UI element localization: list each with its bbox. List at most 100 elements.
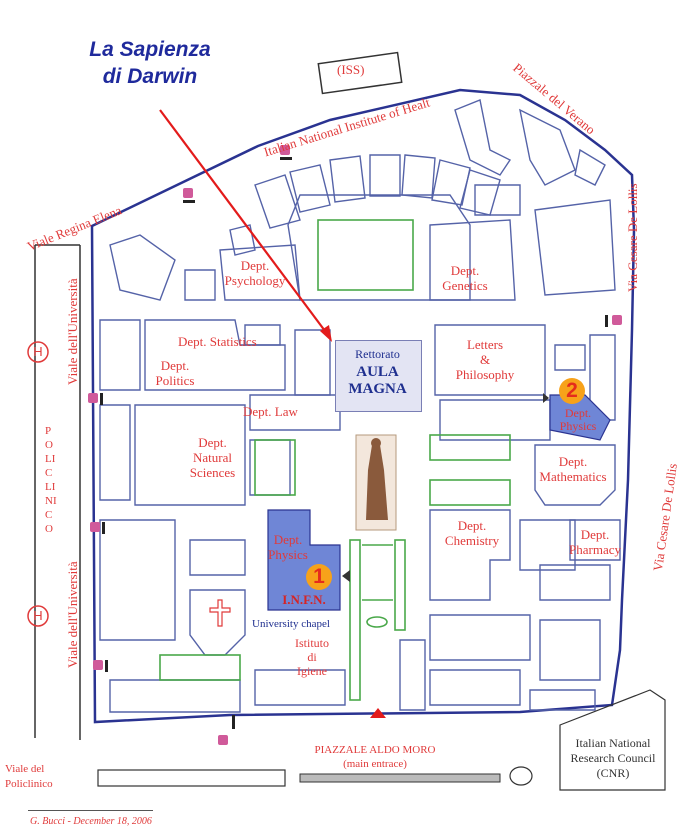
building (454, 99, 512, 176)
entrance-marker-icon (370, 708, 386, 718)
label-statistics: Dept. Statistics (178, 334, 257, 349)
road-bar (299, 773, 501, 783)
building (134, 404, 246, 506)
hospital-label-top: H (33, 344, 43, 359)
building (109, 234, 176, 301)
gate-icon (93, 660, 103, 670)
building (534, 444, 616, 506)
building (99, 319, 141, 391)
street-policlinico: POLICLINICO (45, 425, 57, 535)
building (189, 539, 246, 576)
iss-building (317, 51, 403, 95)
building (439, 399, 551, 441)
marker-two: 2 (559, 378, 585, 404)
courtyard (159, 654, 241, 681)
building (589, 334, 616, 421)
building (289, 164, 331, 213)
label-natural-sciences: Dept. Natural Sciences (189, 435, 236, 480)
street-universita-bottom: Viale dell'Università (65, 561, 80, 668)
building (249, 394, 341, 431)
street-aldo-moro: PIAZZALE ALDO MORO (314, 744, 436, 756)
building (399, 639, 426, 711)
entrance-marker-icon (342, 570, 350, 582)
building (99, 519, 176, 641)
cnr-label: Italian National Research Council (CNR) (570, 736, 656, 780)
building (254, 669, 346, 706)
cnr-building (559, 689, 666, 791)
building (329, 155, 366, 203)
gate-icon (183, 188, 193, 198)
label-chemistry: Dept. Chemistry (444, 518, 500, 548)
label-mathematics: Dept. Mathematics (539, 454, 607, 484)
label-psychology: Dept. Psychology (224, 258, 286, 288)
building (429, 509, 511, 601)
building (369, 154, 401, 197)
building (539, 564, 611, 601)
gate-icon (612, 315, 622, 325)
building (244, 324, 281, 346)
main-entrance-label: (main entrace) (343, 758, 407, 770)
building (249, 439, 291, 496)
label-igiene: Istituto di Igiene (294, 636, 329, 678)
courtyard (317, 219, 414, 291)
building (459, 169, 501, 216)
building (184, 269, 216, 301)
label-rettorato: Rettorato (355, 347, 400, 361)
chapel-cross-icon (209, 599, 231, 627)
label-law: Dept. Law (243, 404, 298, 419)
building (519, 519, 576, 571)
building (219, 244, 301, 301)
aula-magna-box (335, 340, 422, 412)
building (519, 108, 576, 186)
credit-rule (28, 810, 153, 811)
title-line-1: La Sapienza (89, 38, 211, 61)
building (97, 769, 286, 787)
building (99, 404, 131, 501)
building (254, 174, 301, 229)
building (431, 159, 471, 206)
campus-wall (90, 88, 636, 724)
label-aula-magna: AULA MAGNA (348, 364, 407, 397)
gate-icon (90, 522, 100, 532)
map-title: La Sapienza di Darwin (70, 36, 230, 90)
building (529, 689, 596, 711)
street-de-lollis-top: Via Cesare De Lollis (625, 183, 640, 292)
courtyard (254, 439, 296, 496)
label-pharmacy: Dept. Pharmacy (569, 527, 621, 557)
label-chapel: University chapel (252, 618, 330, 630)
hospital-label-bottom: H (33, 608, 43, 623)
fountain (366, 616, 388, 628)
building (294, 329, 331, 396)
courtyard (394, 539, 406, 631)
building (429, 669, 521, 706)
hospital-icon (27, 605, 49, 627)
gate-icon (280, 145, 290, 155)
gate-icon (88, 393, 98, 403)
street-universita-top: Viale dell'Università (65, 278, 80, 385)
building (534, 199, 616, 296)
building (429, 614, 531, 661)
credit: G. Bucci - December 18, 2006 (30, 816, 152, 827)
title-line-2: di Darwin (102, 65, 198, 88)
hospital-icon (27, 341, 49, 363)
courtyard (349, 539, 361, 701)
label-infn: I.N.F.N. (282, 592, 326, 607)
building (554, 344, 586, 371)
building (569, 519, 621, 561)
pointer-arrow (159, 109, 329, 336)
roundabout (509, 766, 533, 786)
building (401, 154, 436, 199)
iss-label: (ISS) (337, 62, 365, 77)
gate-icon (218, 735, 228, 745)
building (144, 319, 286, 391)
label-politics: Dept. Politics (155, 358, 195, 388)
building (429, 219, 516, 301)
label-genetics: Dept. Genetics (442, 263, 488, 293)
label-physics-1: Dept. Physics (268, 532, 308, 562)
courtyard (429, 434, 511, 461)
courtyard (429, 479, 511, 506)
entrance-marker-icon (543, 393, 549, 403)
building (109, 679, 241, 713)
label-physics-2: Dept. Physics (559, 406, 597, 433)
marker-one: 1 (306, 564, 332, 590)
